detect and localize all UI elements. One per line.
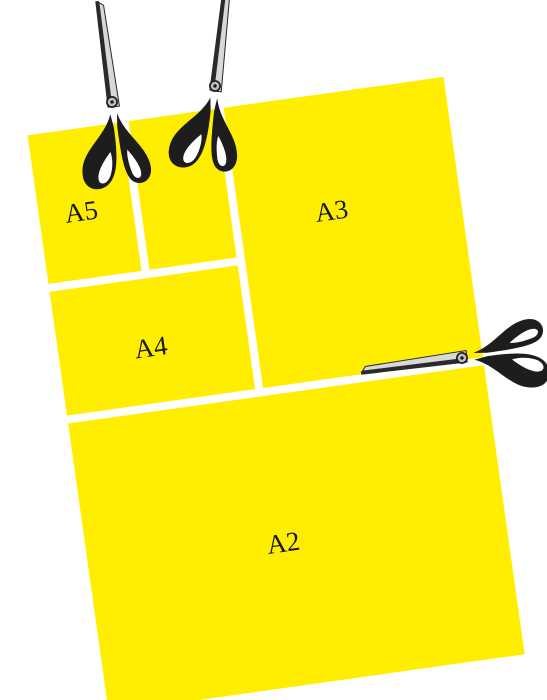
- label-a2: A2: [265, 526, 302, 560]
- label-a3: A3: [313, 194, 350, 228]
- label-a4: A4: [132, 330, 169, 364]
- label-a5: A5: [63, 194, 100, 228]
- sheet-a3: [224, 77, 483, 388]
